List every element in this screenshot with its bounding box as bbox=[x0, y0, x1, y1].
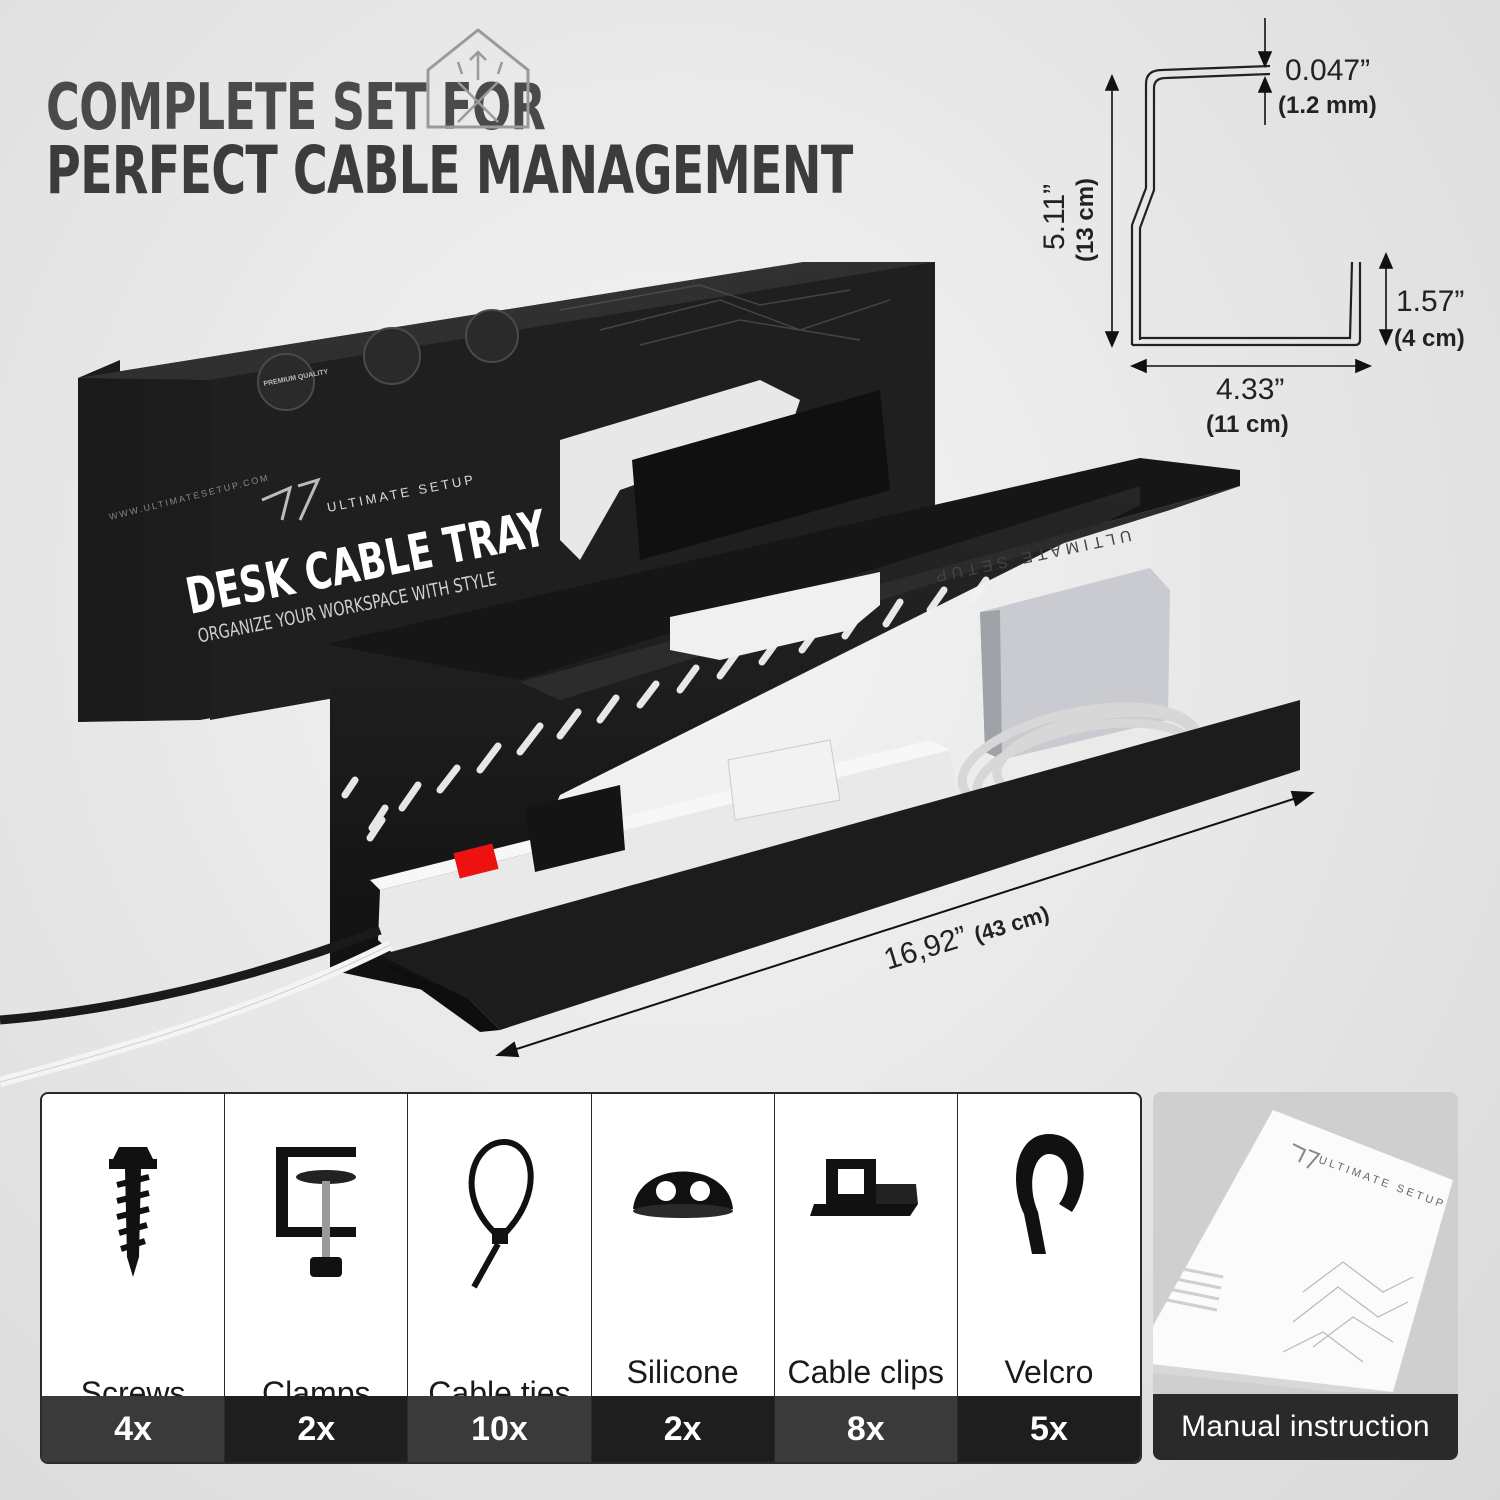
contents-quantity: 4x bbox=[42, 1396, 225, 1462]
manual-booklet-icon bbox=[1153, 1110, 1453, 1392]
width-dimension-metric: (11 cm) bbox=[1206, 411, 1289, 438]
contents-item-screws: Screws 4x bbox=[42, 1094, 226, 1462]
manual-instruction-label: Manual instruction bbox=[1153, 1394, 1458, 1460]
contents-item-silicone-pads: Silicone pads 2x bbox=[591, 1094, 775, 1462]
cable-clip-icon bbox=[809, 1159, 918, 1216]
cable-tie-icon bbox=[469, 1138, 534, 1289]
house-arrows-logo-icon bbox=[426, 28, 530, 129]
lip-dimension-metric: (4 cm) bbox=[1394, 325, 1465, 352]
lip-dimension: 1.57” bbox=[1396, 285, 1465, 318]
contents-quantity: 8x bbox=[774, 1396, 957, 1462]
contents-item-velcro-ties: Velcro cable ties 5x bbox=[957, 1094, 1140, 1462]
contents-item-clamps: Clamps 2x bbox=[225, 1094, 409, 1462]
contents-quantity: 2x bbox=[225, 1396, 408, 1462]
height-dimension: 5.11” bbox=[1038, 183, 1071, 250]
product-illustration: ULTIMATE SETUP DESK CABLE TRAY ORGANIZE … bbox=[0, 18, 1394, 1087]
height-dimension-metric: (13 cm) bbox=[1072, 177, 1099, 262]
headline-line-2: PERFECT CABLE MANAGEMENT bbox=[46, 132, 853, 209]
contents-quantity: 5x bbox=[957, 1396, 1140, 1462]
cable-tray bbox=[0, 458, 1300, 1087]
contents-table: Screws 4x Clamps 2x Cable ties 10x Silic… bbox=[40, 1092, 1142, 1464]
width-dimension: 4.33” bbox=[1216, 373, 1285, 406]
manual-instruction-card: ULTIMATE SETUP Manual instruction bbox=[1153, 1092, 1458, 1460]
contents-quantity: 10x bbox=[408, 1396, 591, 1462]
contents-item-cable-ties: Cable ties 10x bbox=[408, 1094, 592, 1462]
thickness-dimension: 0.047” bbox=[1285, 54, 1371, 87]
screw-icon bbox=[109, 1147, 158, 1277]
contents-item-cable-clips: Cable clips small 8x bbox=[774, 1094, 958, 1462]
contents-quantity: 2x bbox=[591, 1396, 774, 1462]
thickness-dimension-metric: (1.2 mm) bbox=[1278, 92, 1377, 119]
silicone-pad-icon bbox=[632, 1171, 733, 1218]
clamp-icon bbox=[276, 1147, 357, 1277]
velcro-tie-icon bbox=[1015, 1134, 1084, 1254]
